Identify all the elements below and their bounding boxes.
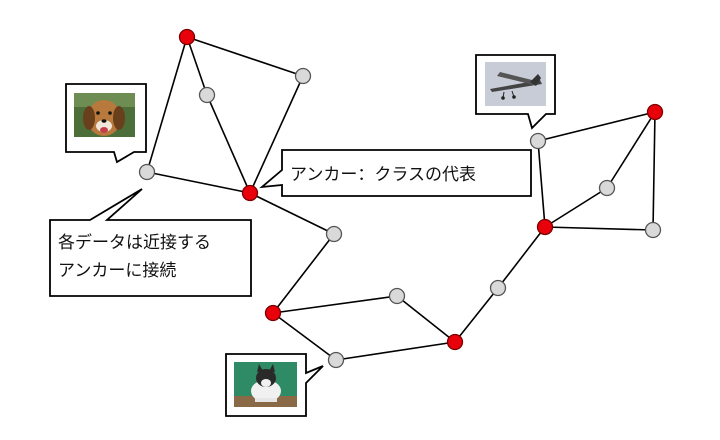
data-points [140, 69, 661, 368]
cat-callout [226, 354, 323, 416]
cat-photo [234, 362, 297, 407]
anchor-node [648, 105, 663, 120]
edge [607, 112, 655, 188]
data-point [491, 281, 506, 296]
edge [273, 296, 397, 313]
dog-photo [74, 93, 135, 137]
anchor-node [538, 220, 553, 235]
data-point [531, 134, 546, 149]
edge [273, 234, 334, 313]
data-callout-line-1: 各データは近接する [58, 232, 211, 253]
edge [187, 37, 207, 95]
data-point [329, 353, 344, 368]
edge [455, 288, 498, 342]
anchor-callout: アンカー：クラスの代表 [262, 150, 531, 196]
airplane-callout [476, 55, 555, 128]
edge [498, 227, 545, 288]
edge [538, 112, 655, 141]
data-point [200, 88, 215, 103]
edge [250, 193, 334, 234]
data-point [296, 69, 311, 84]
data-point [140, 165, 155, 180]
anchor-node [266, 306, 281, 321]
anchor-node [180, 30, 195, 45]
dog-callout [66, 84, 146, 162]
edge [336, 342, 455, 360]
edge [147, 172, 250, 193]
data-point [327, 227, 342, 242]
graph-edges [147, 37, 655, 360]
edge [653, 112, 655, 230]
edge [187, 37, 303, 76]
anchor-node [243, 186, 258, 201]
data-point [646, 223, 661, 238]
data-point [390, 289, 405, 304]
edge [397, 296, 455, 342]
data-point [600, 181, 615, 196]
edge [538, 141, 545, 227]
edge [273, 313, 336, 360]
edge [147, 37, 187, 172]
edge [207, 95, 250, 193]
anchor-callout-label: アンカー：クラスの代表 [290, 165, 476, 185]
anchor-node [448, 335, 463, 350]
airplane-photo [485, 62, 546, 106]
data-callout: 各データは近接する アンカーに接続 [50, 189, 251, 296]
edge [545, 188, 607, 227]
data-callout-line-2: アンカーに接続 [58, 261, 176, 281]
edge [545, 227, 653, 230]
